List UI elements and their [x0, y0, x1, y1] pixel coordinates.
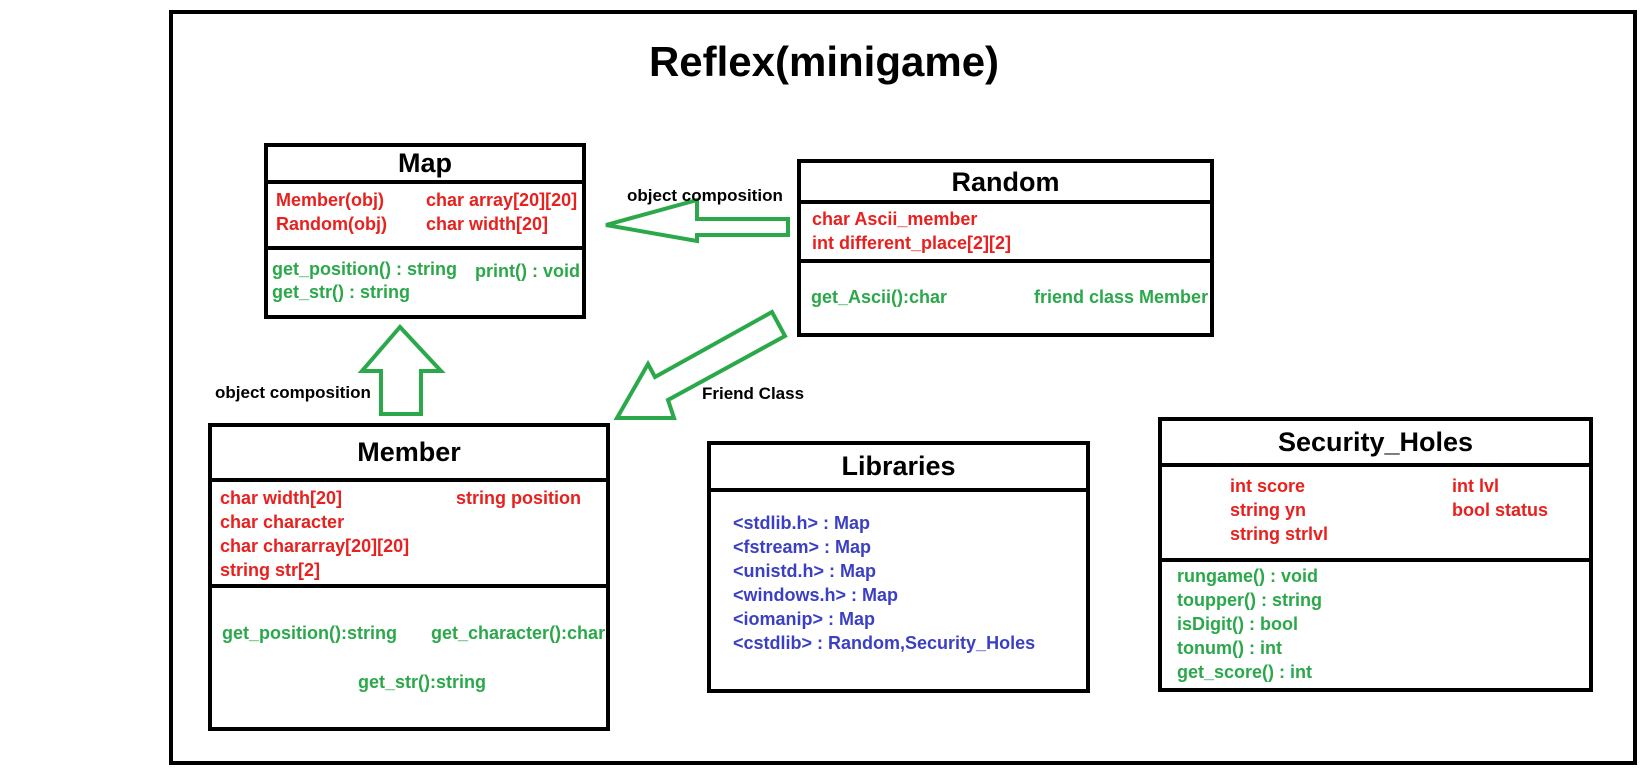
map-separator [268, 246, 582, 250]
member-method: get_str():string [358, 672, 487, 692]
class-box-map: Map Member(obj) char array[20][20] Rando… [264, 143, 586, 319]
random-method: friend class Member [1034, 287, 1209, 307]
random-method: get_Ascii():char [811, 287, 948, 307]
security-method: tonum() : int [1177, 638, 1282, 658]
member-attr: string str[2] [220, 560, 321, 580]
map-method: print() : void [475, 261, 580, 281]
member-separator [212, 584, 606, 588]
diagram-title: Reflex(minigame) [648, 38, 1000, 85]
security-method: get_score() : int [1177, 662, 1313, 682]
library-item: <fstream> : Map [733, 537, 872, 557]
random-attr: char Ascii_member [812, 209, 978, 229]
member-attr: string position [456, 488, 581, 508]
class-name-libraries: Libraries [711, 445, 1086, 492]
random-attr: int different_place[2][2] [812, 233, 1012, 253]
member-attr: char chararray[20][20] [220, 536, 410, 556]
map-attr: char width[20] [426, 214, 549, 234]
library-item: <stdlib.h> : Map [733, 513, 871, 533]
map-attr: Member(obj) [276, 190, 384, 210]
friend-arrow-random-to-member [613, 309, 788, 420]
security-attr: int score [1230, 476, 1306, 496]
class-box-member: Member char width[20] string position ch… [208, 423, 610, 731]
security-attr: string strlvl [1230, 524, 1329, 544]
security-attr: string yn [1230, 500, 1307, 520]
map-method: get_str() : string [272, 282, 411, 302]
security-separator [1162, 558, 1589, 562]
class-name-member: Member [212, 427, 606, 482]
label-composition-map-random: object composition [627, 186, 783, 205]
security-method: toupper() : string [1177, 590, 1322, 610]
label-composition-member-map: object composition [215, 383, 371, 402]
member-method: get_character():char [431, 623, 606, 643]
class-name-map: Map [268, 147, 582, 184]
library-item: <iomanip> : Map [733, 609, 876, 629]
diagram-frame [169, 10, 1637, 765]
security-method: isDigit() : bool [1177, 614, 1298, 634]
class-box-security-holes: Security_Holes int score int lvl string … [1158, 417, 1593, 692]
library-item: <windows.h> : Map [733, 585, 899, 605]
map-attr: Random(obj) [276, 214, 387, 234]
class-name-random: Random [801, 163, 1210, 204]
composition-arrow-member-to-map [357, 324, 446, 416]
member-method: get_position():string [222, 623, 397, 643]
security-attr: int lvl [1452, 476, 1500, 496]
class-box-random: Random char Ascii_member int different_p… [797, 159, 1214, 337]
library-item: <cstdlib> : Random,Security_Holes [733, 633, 1036, 653]
composition-arrow-random-to-map [605, 197, 790, 244]
security-attr: bool status [1452, 500, 1549, 520]
random-separator [801, 259, 1210, 263]
security-method: rungame() : void [1177, 566, 1319, 586]
map-attr: char array[20][20] [426, 190, 578, 210]
label-friend-class: Friend Class [702, 384, 805, 403]
member-attr: char width[20] [220, 488, 343, 508]
library-item: <unistd.h> : Map [733, 561, 877, 581]
class-box-libraries: Libraries <stdlib.h> : Map <fstream> : M… [707, 441, 1090, 693]
class-name-security-holes: Security_Holes [1162, 421, 1589, 467]
member-attr: char character [220, 512, 345, 532]
map-method: get_position() : string [272, 259, 457, 279]
